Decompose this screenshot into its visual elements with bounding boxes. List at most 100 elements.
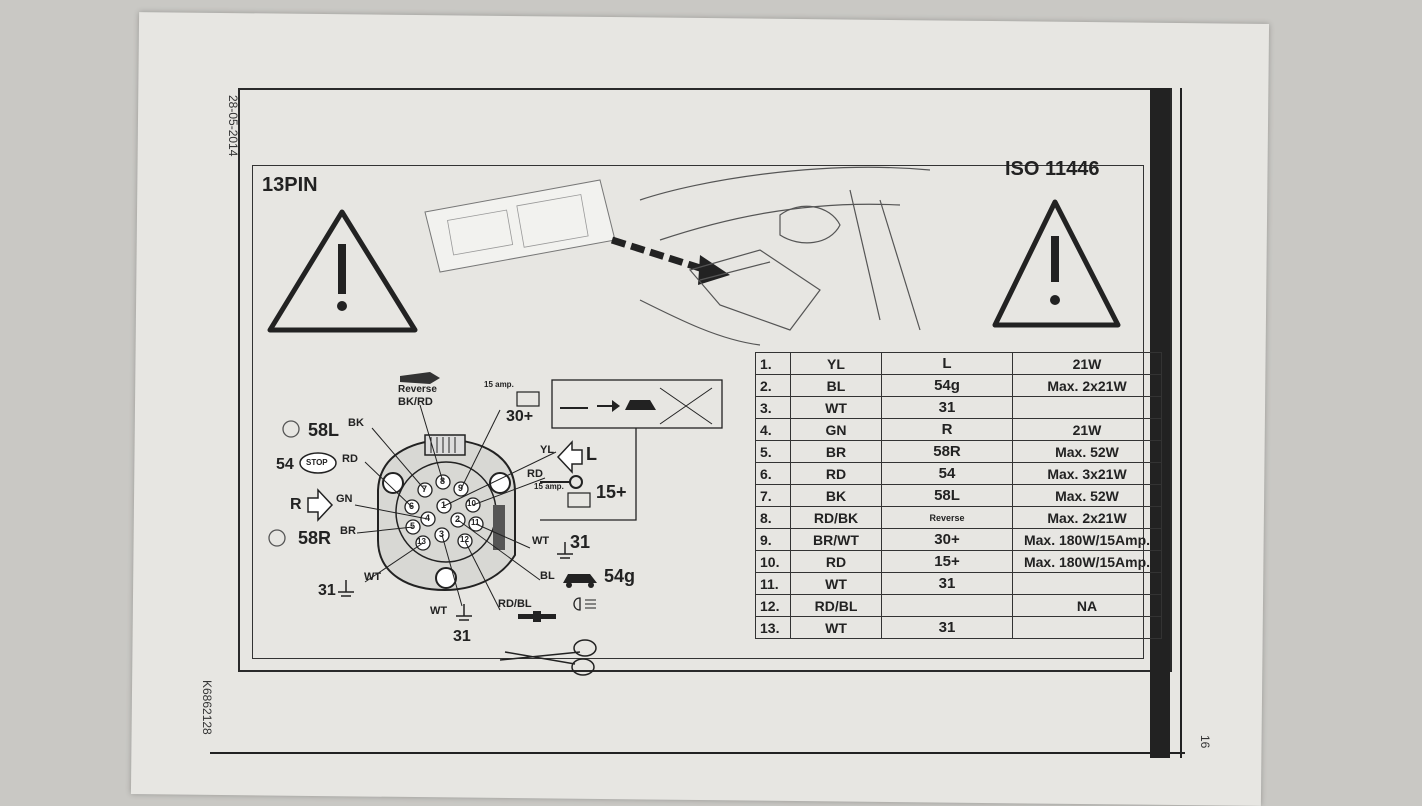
58l-label: 58L xyxy=(308,420,340,440)
ground-icon xyxy=(338,542,573,621)
wire-color-cell: YL xyxy=(790,352,882,375)
power-cell: Max. 2x21W xyxy=(1012,374,1162,397)
pin-1: 1 xyxy=(441,500,447,510)
bk-label: BK xyxy=(348,417,364,429)
title-iso: ISO 11446 xyxy=(1005,158,1100,180)
rdbl-label: RD/BL xyxy=(498,598,532,610)
wt3-label: WT xyxy=(430,605,448,617)
wire-color-cell: WT xyxy=(790,396,882,419)
pin-9: 9 xyxy=(458,483,464,493)
outer-frame xyxy=(238,88,1172,672)
power-cell: 21W xyxy=(1012,352,1162,375)
31c-label: 31 xyxy=(453,628,471,645)
power-cell xyxy=(1012,616,1162,639)
pin-number-cell: 13. xyxy=(755,616,791,639)
pin-number-cell: 12. xyxy=(755,594,791,617)
gn-label: GN xyxy=(336,493,353,505)
page-number: 16 xyxy=(1198,735,1212,749)
key-icon xyxy=(540,475,583,489)
right-arrow-icon xyxy=(307,488,334,522)
31a-label: 31 xyxy=(318,582,336,599)
car-icon xyxy=(563,574,597,611)
58r-label: 58R xyxy=(298,528,332,548)
pin-5: 5 xyxy=(410,521,416,531)
wire-color-cell: RD/BK xyxy=(790,506,882,529)
wire-color-cell: WT xyxy=(790,616,882,639)
pin-number-cell: 4. xyxy=(755,418,791,441)
power-cell: Max. 2x21W xyxy=(1012,506,1162,529)
function-cell: 31 xyxy=(881,616,1013,639)
bl-label: BL xyxy=(540,570,555,582)
power-cell: 21W xyxy=(1012,418,1162,441)
side-code: K6862128 xyxy=(200,680,214,735)
function-cell: 31 xyxy=(881,572,1013,595)
rdbl-symbol xyxy=(518,611,556,622)
scissors-icon xyxy=(499,639,597,676)
pin-number-cell: 3. xyxy=(755,396,791,419)
function-cell: 30+ xyxy=(881,528,1013,551)
pin-number-cell: 9. xyxy=(755,528,791,551)
function-cell: 54g xyxy=(881,374,1013,397)
title-13pin: 13PIN xyxy=(262,174,318,196)
pin-number-cell: 11. xyxy=(755,572,791,595)
warning-icon-right xyxy=(992,199,1121,328)
wire-color-cell: BR/WT xyxy=(790,528,882,551)
reverse-label: Reverse xyxy=(398,384,437,395)
pin-8: 8 xyxy=(440,476,446,486)
wire-color-cell: RD xyxy=(790,550,882,573)
pin-number-cell: 2. xyxy=(755,374,791,397)
amp2-label: 15 amp. xyxy=(534,482,564,491)
54g-label: 54g xyxy=(604,566,636,586)
car-interior-illustration xyxy=(639,166,931,346)
wt1-label: WT xyxy=(364,571,382,583)
pin-13: 13 xyxy=(417,537,426,546)
pin-10: 10 xyxy=(467,499,476,508)
power-cell: NA xyxy=(1012,594,1162,617)
pin-4: 4 xyxy=(425,513,431,523)
power-cell: Max. 52W xyxy=(1012,440,1162,463)
function-cell: 54 xyxy=(881,462,1013,485)
function-cell: 15+ xyxy=(881,550,1013,573)
bkrd-label: BK/RD xyxy=(398,396,433,408)
54-label: 54 xyxy=(276,456,294,473)
left-arrow-icon xyxy=(556,440,583,474)
socket-connector xyxy=(377,434,516,592)
power-cell: Max. 180W/15Amp. xyxy=(1012,550,1162,573)
wire-color-cell: GN xyxy=(790,418,882,441)
pin-number-cell: 10. xyxy=(755,550,791,573)
pin-number-cell: 7. xyxy=(755,484,791,507)
p30-label: 30+ xyxy=(506,408,534,425)
pin-6: 6 xyxy=(409,501,415,511)
power-cell: Max. 180W/15Amp. xyxy=(1012,528,1162,551)
wire-color-cell: BR xyxy=(790,440,882,463)
power-cell xyxy=(1012,396,1162,419)
function-cell: R xyxy=(881,418,1013,441)
bulb-icon xyxy=(268,420,300,547)
pin-7: 7 xyxy=(422,484,428,494)
leader-lines xyxy=(354,404,557,611)
pin-number-cell: 1. xyxy=(755,352,791,375)
trailer-box xyxy=(551,379,723,429)
reverse-lamp-icon xyxy=(400,372,440,384)
wire-color-cell: RD xyxy=(790,462,882,485)
wire-color-cell: BK xyxy=(790,484,882,507)
function-cell xyxy=(881,594,1013,617)
rd-label: RD xyxy=(342,453,358,465)
wire-color-cell: BL xyxy=(790,374,882,397)
pin-number-cell: 5. xyxy=(755,440,791,463)
margin-line xyxy=(1180,88,1182,758)
amp-label: 15 amp. xyxy=(484,380,514,389)
